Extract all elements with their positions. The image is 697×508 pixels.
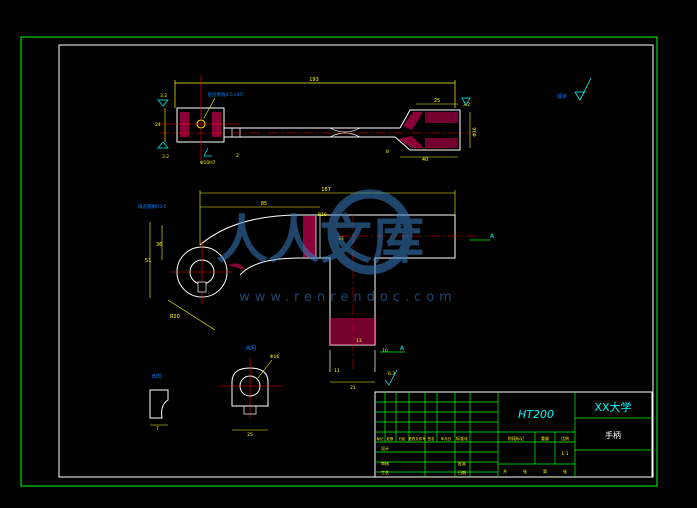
svg-text:7: 7 bbox=[156, 426, 159, 432]
roughness-top-left: 3.2 bbox=[160, 93, 167, 99]
dim-top-24: 24 bbox=[155, 122, 161, 128]
row-0: 设计 bbox=[381, 445, 389, 451]
stage-1: 重量 bbox=[541, 435, 549, 441]
view-arrow-A: A bbox=[490, 233, 495, 240]
dim-top-25: 25 bbox=[434, 98, 440, 104]
watermark: 人人文库 www.renrendoc.com bbox=[216, 189, 457, 305]
dim-top-40: 40 bbox=[422, 157, 428, 163]
stage-0: 阶段标记 bbox=[508, 435, 524, 441]
inner-frame bbox=[58, 44, 654, 478]
sheet-1: 张 bbox=[523, 468, 527, 474]
dim-mid-33: 33 bbox=[338, 236, 344, 242]
dim-top-8: 8 bbox=[386, 149, 389, 155]
roughness-top-left2: 3.2 bbox=[162, 154, 169, 160]
dim-mid-overall: 167 bbox=[321, 187, 331, 193]
dim-top-d16: Φ16 bbox=[472, 127, 478, 136]
dim-top-tol: Φ10H7 bbox=[200, 160, 216, 166]
dim-mid-85: 85 bbox=[261, 201, 267, 207]
view-a: A向 25 Φ16 bbox=[218, 344, 282, 438]
roughness-other: 其余 bbox=[557, 77, 592, 101]
dim-mid-11: 11 bbox=[334, 368, 340, 374]
top-view: 193 锐边倒角0.5×45° 25 40 Φ16 8 2 Φ10H7 bbox=[155, 75, 478, 166]
mid-1: 批准 bbox=[458, 460, 466, 466]
row-1: 审核 bbox=[381, 460, 389, 466]
roughness-top-right: 3.2 bbox=[463, 102, 470, 108]
hdr-3: 更改文件号 bbox=[408, 436, 426, 441]
hdr-1: 处数 bbox=[387, 436, 395, 441]
outer-frame bbox=[20, 36, 658, 487]
material: HT200 bbox=[518, 408, 554, 421]
dim-mid-r20: R20 bbox=[170, 314, 180, 320]
note-chamfer: 锐边倒角0.5×45° bbox=[208, 91, 245, 98]
mid-2: 日期 bbox=[458, 469, 466, 475]
hdr-0: 标记 bbox=[377, 436, 385, 441]
view-b-label: B向 bbox=[152, 372, 161, 380]
watermark-url: www.renrendoc.com bbox=[239, 290, 457, 305]
scale: 1:1 bbox=[561, 451, 568, 457]
front-view: 167 85 铸造圆角R3-5 51 36 R20 R16 33 13 11 2… bbox=[138, 187, 495, 391]
hdr-5: 年月日 bbox=[441, 436, 452, 441]
dim-mid-36: 36 bbox=[156, 242, 162, 248]
title-block: HT200 XX大学 手柄 标记 处数 分区 更改文件号 签名 年月日 设计 审… bbox=[374, 391, 653, 478]
svg-text:其余: 其余 bbox=[557, 93, 567, 100]
dim-mid-13: 13 bbox=[356, 338, 362, 344]
sheet-3: 张 bbox=[563, 468, 567, 474]
hdr-2: 分区 bbox=[399, 436, 407, 441]
view-a-dia: Φ16 bbox=[270, 354, 279, 360]
watermark-brand: 人人文库 bbox=[216, 211, 424, 271]
view-a-label: A向 bbox=[246, 344, 256, 352]
view-arrow-A2: A bbox=[400, 345, 405, 352]
school-name: XX大学 bbox=[594, 400, 631, 414]
view-b: B向 7 bbox=[149, 372, 169, 432]
dim-mid-21: 21 bbox=[350, 385, 356, 391]
dim-mid-10: 10 bbox=[382, 348, 388, 354]
note-casting: 铸造圆角R3-5 bbox=[138, 203, 167, 210]
sheet-2: 第 bbox=[543, 468, 547, 474]
dim-top-2: 2 bbox=[236, 153, 239, 159]
sheet-0: 共 bbox=[503, 468, 507, 474]
dim-mid-51: 51 bbox=[145, 258, 151, 264]
view-a-w: 25 bbox=[247, 432, 253, 438]
row-2: 工艺 bbox=[381, 470, 389, 475]
dim-top-overall: 193 bbox=[309, 77, 319, 83]
part-name: 手柄 bbox=[605, 430, 621, 440]
hdr-4: 签名 bbox=[428, 436, 435, 441]
mid-0: 标准化 bbox=[456, 435, 468, 441]
roughness-mid: 6.3 bbox=[388, 371, 395, 377]
dim-mid-r16: R16 bbox=[318, 212, 327, 218]
stage-2: 比例 bbox=[561, 435, 569, 441]
